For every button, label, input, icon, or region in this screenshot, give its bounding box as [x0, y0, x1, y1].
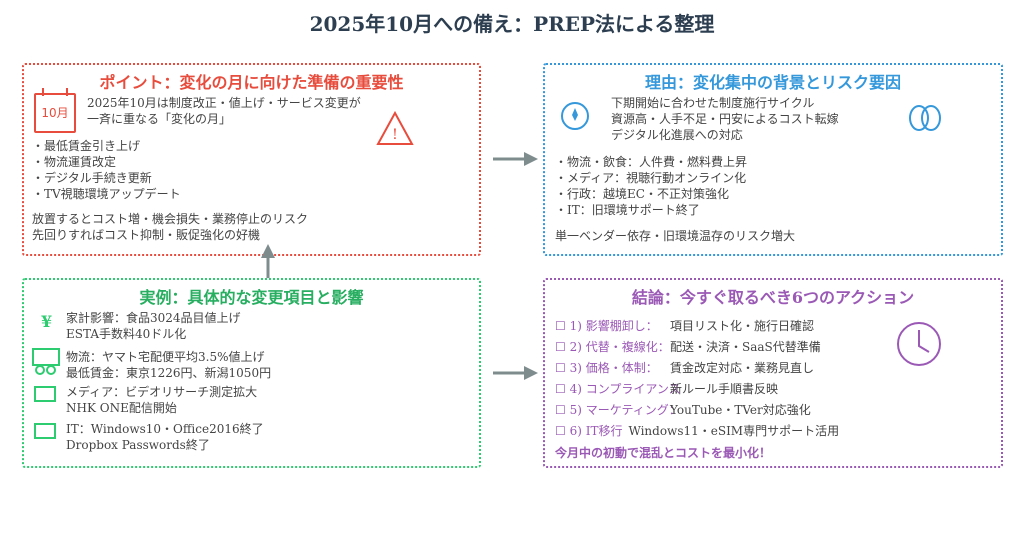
- reason-heading: 理由：変化集中の背景とリスク要因: [644, 73, 901, 92]
- reason-bullet: ・IT：旧環境サポート終了: [555, 203, 700, 217]
- point-box: ポイント：変化の月に向けた準備の重要性 10月 2025年10月は制度改正・値上…: [22, 63, 481, 256]
- action-item[interactable]: ☐ 4) コンプライアンス新ルール手順書反映: [555, 380, 778, 397]
- reason-bullet: ・メディア：視聴行動オンライン化: [555, 171, 747, 185]
- example-heading: 実例：具体的な変更項目と影響: [139, 288, 364, 307]
- action-text: 賃金改定対応・業務見直し: [670, 361, 815, 375]
- example-line: 最低賃金：東京1226円、新潟1050円: [66, 366, 272, 380]
- example-line: 家計影響：食品3024品目値上げ: [66, 311, 241, 325]
- arrow-example-to-point: [261, 244, 275, 278]
- calendar-label: 10月: [41, 106, 69, 120]
- reason-intro-2: 資源高・人手不足・円安によるコスト転嫁: [611, 112, 839, 126]
- compass-icon: [561, 102, 589, 130]
- point-bullet: ・最低賃金引き上げ: [32, 139, 141, 153]
- action-text: 配送・決済・SaaS代替準備: [670, 340, 821, 354]
- example-line: Dropbox Passwords終了: [66, 438, 210, 452]
- tv-icon: [34, 386, 56, 402]
- action-label: ☐ 3) 価格・体制：: [555, 361, 658, 375]
- action-label: ☐ 5) マーケティング：: [555, 403, 681, 417]
- yen-icon: ¥: [41, 312, 53, 331]
- reason-bullet: ・行政：越境EC・不正対策強化: [555, 187, 729, 201]
- conclusion-heading: 結論：今すぐ取るべき6つのアクション: [631, 288, 915, 307]
- example-line: ESTA手数料40ドル化: [66, 327, 187, 341]
- example-line: メディア：ビデオリサーチ測定拡大: [66, 385, 258, 399]
- point-bullet: ・デジタル手続き更新: [32, 171, 152, 185]
- point-intro-2: 一斉に重なる「変化の月」: [87, 112, 232, 126]
- arrow-example-to-conclusion: [493, 366, 538, 380]
- point-summary-2: 先回りすればコスト抑制・販促強化の好機: [32, 228, 261, 242]
- reason-bullet: ・物流・飲食：人件費・燃料費上昇: [555, 155, 748, 169]
- action-text: YouTube・TVer対応強化: [670, 403, 811, 417]
- page-title: 2025年10月への備え：PREP法による整理: [309, 12, 715, 36]
- point-bullet: ・物流運賃改定: [32, 155, 117, 169]
- conclusion-box: 結論：今すぐ取るべき6つのアクション ☐ 1) 影響棚卸し： 項目リスト化・施行日…: [543, 278, 1003, 468]
- action-item[interactable]: ☐ 6) IT移行 Windows11・eSIM専門サポート活用: [555, 422, 839, 439]
- warning-icon: !: [376, 111, 414, 145]
- reason-box: 理由：変化集中の背景とリスク要因 下期開始に合わせた制度施行サイクル 資源高・人…: [543, 63, 1003, 256]
- reason-summary: 単一ベンダー依存・旧環境温存のリスク増大: [555, 229, 796, 243]
- point-heading: ポイント：変化の月に向けた準備の重要性: [99, 73, 404, 92]
- action-item[interactable]: ☐ 5) マーケティング：YouTube・TVer対応強化: [555, 401, 811, 418]
- conclusion-summary: 今月中の初動で混乱とコストを最小化！: [555, 446, 772, 460]
- clock-icon: [897, 322, 941, 366]
- action-item[interactable]: ☐ 2) 代替・複線化：配送・決済・SaaS代替準備: [555, 338, 821, 355]
- arrow-point-to-reason: [493, 152, 538, 166]
- action-text: Windows11・eSIM専門サポート活用: [628, 424, 840, 438]
- point-summary-1: 放置するとコスト増・機会損失・業務停止のリスク: [32, 212, 309, 226]
- example-box: 実例：具体的な変更項目と影響 ¥ 家計影響：食品3024品目値上げ ESTA手数…: [22, 278, 481, 468]
- example-line: IT：Windows10・Office2016終了: [66, 422, 264, 436]
- example-line: 物流：ヤマト宅配便平均3.5%値上げ: [66, 350, 265, 364]
- point-intro-1: 2025年10月は制度改正・値上げ・サービス変更が: [87, 96, 361, 110]
- svg-text:!: !: [392, 127, 398, 143]
- calendar-icon: 10月: [34, 88, 76, 133]
- action-label: ☐ 2) 代替・複線化：: [555, 340, 670, 354]
- point-bullet: ・TV視聴環境アップデート: [32, 187, 181, 201]
- action-label: ☐ 1) 影響棚卸し：: [555, 319, 658, 333]
- action-text: 新ルール手順書反映: [670, 382, 779, 396]
- reason-intro-3: デジタル化進展への対応: [611, 128, 743, 142]
- monitor-icon: [34, 423, 56, 439]
- truck-icon: [32, 348, 60, 375]
- reason-intro-1: 下期開始に合わせた制度施行サイクル: [611, 96, 815, 110]
- action-label: ☐ 4) コンプライアンス: [555, 382, 681, 396]
- link-icon: [909, 105, 941, 131]
- action-item[interactable]: ☐ 1) 影響棚卸し： 項目リスト化・施行日確認: [555, 317, 814, 334]
- example-line: NHK ONE配信開始: [66, 401, 177, 415]
- action-item[interactable]: ☐ 3) 価格・体制： 賃金改定対応・業務見直し: [555, 359, 814, 376]
- action-label: ☐ 6) IT移行: [555, 424, 623, 438]
- action-text: 項目リスト化・施行日確認: [670, 319, 815, 333]
